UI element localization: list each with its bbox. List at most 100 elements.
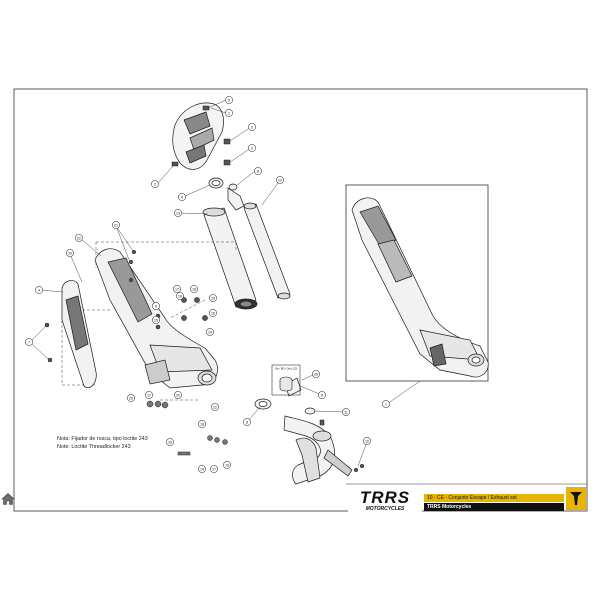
detail-silencer [351, 197, 489, 378]
callout-num: 22 [77, 236, 81, 240]
left-fasteners [44, 249, 208, 363]
inset-label: Sin / BD / Only 125 [275, 367, 298, 371]
note-es: Nota: Fijador de rosca, tipo loctite 243 [57, 436, 148, 442]
corner-logo-mark [570, 492, 582, 505]
callout-bubble [145, 391, 153, 399]
callout-bubble [152, 316, 160, 324]
callout-num: 7 [28, 340, 30, 344]
callout-num: 17 [147, 393, 151, 397]
callout-bubble [206, 328, 214, 336]
callout-bubble [312, 370, 320, 378]
callout-bubbles [25, 96, 390, 473]
callout-bubble [152, 302, 160, 310]
home-icon [1, 493, 15, 505]
callout-bubble [209, 294, 217, 302]
callout-bubble [210, 465, 218, 473]
callout-num: 17 [212, 467, 216, 471]
callout-bubble [166, 438, 174, 446]
callout-bubble [225, 96, 233, 104]
callout-bubble [127, 394, 135, 402]
middle-pipe [243, 202, 291, 300]
callout-bubble [254, 167, 262, 175]
brand-logo [348, 485, 422, 512]
callout-num: 8 [246, 420, 248, 424]
detail-box [345, 184, 489, 382]
top-fasteners [171, 105, 231, 167]
callout-num: 18 [200, 422, 204, 426]
silencer-tube [202, 207, 258, 310]
callout-bubble [276, 176, 284, 184]
callout-bubble [198, 420, 206, 428]
callout-num: 20 [129, 396, 133, 400]
callout-num: 12 [278, 178, 282, 182]
callout-num: 3 [251, 146, 253, 150]
callout-num: 17 [175, 287, 179, 291]
callout-bubble [190, 285, 198, 293]
left-guard [61, 280, 97, 389]
callout-bubble [342, 408, 350, 416]
callout-bubble [248, 144, 256, 152]
note-en: Note: Loctite Threadlocker 243 [57, 444, 131, 450]
callout-leaders [29, 99, 421, 467]
callout-bubble [209, 309, 217, 317]
callout-bubble [66, 249, 74, 257]
callout-num: 13 [176, 211, 180, 215]
callout-num: 12 [213, 405, 217, 409]
sheet-border [13, 88, 588, 512]
callout-num: 18 [192, 287, 196, 291]
callout-num: 11 [344, 410, 348, 414]
home-button[interactable] [1, 492, 15, 506]
title-block: TRRS MOTORCYCLES [346, 483, 587, 512]
top-heat-shield [172, 102, 224, 170]
inset-part [279, 376, 293, 392]
callout-bubble [382, 400, 390, 408]
callout-bubble [243, 418, 251, 426]
callout-num: 9 [321, 393, 323, 397]
lower-left-fasteners [146, 400, 228, 456]
company-name: TRRS Motorcycles [427, 504, 472, 510]
callout-num: 26 [314, 372, 318, 376]
callout-num: 19 [211, 296, 215, 300]
callout-num: 14 [200, 467, 204, 471]
callout-bubble [173, 285, 181, 293]
brand-logo-sub: MOTORCYCLES [366, 506, 405, 512]
callout-num: 10 [365, 439, 369, 443]
callout-bubble [174, 209, 182, 217]
callout-num: 16 [168, 440, 172, 444]
callout-num: 1 [228, 111, 230, 115]
callout-num: 2 [154, 182, 156, 186]
callout-num: 14 [208, 330, 212, 334]
callout-num: 16 [178, 294, 182, 298]
inset-box [271, 364, 301, 396]
callout-bubble [318, 391, 326, 399]
callout-num: 9 [155, 304, 157, 308]
pipe-joint [208, 177, 245, 211]
callout-bubble [176, 292, 184, 300]
callout-bubble [178, 193, 186, 201]
callout-num: 1 [385, 402, 387, 406]
callout-bubble [223, 461, 231, 469]
callout-num: 15 [154, 318, 158, 322]
callout-bubble [35, 286, 43, 294]
callout-bubble [75, 234, 83, 242]
brand-logo-text: TRRS [360, 488, 410, 507]
callout-num: 5 [251, 125, 253, 129]
callout-bubble [363, 437, 371, 445]
callout-bubble [198, 465, 206, 473]
callout-bubble [112, 221, 120, 229]
callout-num: 5 [228, 98, 230, 102]
callout-bubble [225, 109, 233, 117]
callout-num: 20 [176, 393, 180, 397]
header-fasteners [319, 419, 365, 473]
callout-bubble [151, 180, 159, 188]
callout-num: 10 [68, 251, 72, 255]
callout-num: 16 [211, 311, 215, 315]
title-bar [424, 494, 564, 502]
company-bar [424, 503, 564, 511]
header-pipe [254, 377, 353, 485]
callout-num: 19 [225, 463, 229, 467]
drawing-title: 10 - CE - Conjunto Escape / Exhaust set [427, 495, 517, 501]
callout-num: 4 [38, 288, 40, 292]
callout-bubble [248, 123, 256, 131]
